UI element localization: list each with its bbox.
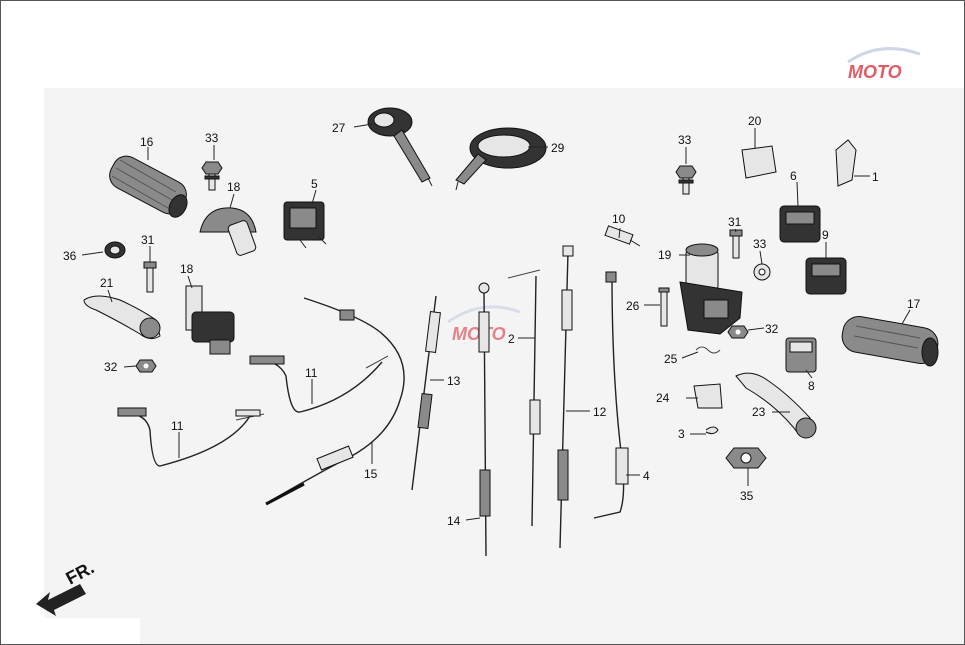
part-36-clip: [104, 241, 126, 259]
callout-11-upper: 11: [305, 366, 318, 380]
callout-2: 2: [508, 332, 515, 346]
parts-field-background-lower: [140, 480, 965, 645]
part-22-left-lever: [83, 295, 161, 340]
callout-32-right: 32: [765, 322, 779, 336]
part-8-switch-block: [785, 337, 817, 373]
front-direction-arrow: FR.: [36, 557, 97, 616]
part-25-spring: [695, 346, 721, 354]
part-19-switch-assembly: [185, 285, 235, 355]
part-33-bolt-right: [675, 165, 697, 195]
part-31-screw-right: [729, 229, 743, 259]
part-11-wiring-lower: [117, 407, 265, 467]
part-14-cable: [478, 282, 491, 557]
callout-11-lower: 11: [171, 419, 184, 433]
part-21-bracket: [741, 145, 777, 179]
callout-1: 1: [872, 170, 879, 184]
part-27-left-mirror: [367, 107, 433, 187]
callout-10: 10: [612, 212, 626, 226]
part-34-washer: [753, 263, 771, 281]
callout-20: 19: [658, 248, 672, 262]
part-13-cable: [411, 295, 441, 491]
part-15-brake-cable: [265, 297, 405, 506]
callout-16: 16: [140, 135, 154, 149]
part-5-switch: [283, 201, 327, 249]
part-6-switch: [779, 205, 821, 243]
callout-26: 26: [626, 299, 640, 313]
callout-8: 8: [808, 379, 815, 393]
part-29-right-mirror: [455, 127, 547, 191]
callout-labels: 16 33 18 5 27 29 36 31 18 21 32 11 11 15…: [63, 114, 921, 528]
part-11-wiring-upper: [249, 355, 389, 413]
part-17-right-grip: [841, 315, 939, 367]
part-33-bolt-left: [201, 161, 223, 191]
part-4-cable: [593, 271, 629, 519]
part-23-right-lever: [735, 372, 817, 439]
part-16-left-grip: [109, 155, 188, 218]
callout-32-left: 32: [104, 360, 118, 374]
callout-3: 3: [678, 427, 685, 441]
part-10-adjuster: [604, 225, 641, 247]
callout-24: 24: [656, 391, 670, 405]
callout-6: 6: [790, 169, 797, 183]
callout-31-left: 31: [141, 233, 155, 247]
callout-33-left: 33: [205, 131, 219, 145]
leader-lines: [81, 123, 911, 521]
part-12-cable: [557, 245, 574, 549]
part-3-clip: [705, 426, 719, 435]
part-2-cable: [507, 269, 541, 527]
callout-14: 14: [447, 514, 461, 528]
callout-19: 18: [180, 262, 194, 276]
callout-27: 27: [332, 121, 346, 135]
callout-21: 20: [748, 114, 762, 128]
callout-23: 23: [752, 405, 766, 419]
part-35-nut: [725, 447, 767, 469]
callout-34: 33: [753, 237, 767, 251]
front-direction-label: FR.: [62, 557, 97, 588]
callout-35: 35: [740, 489, 754, 503]
part-24-bracket: [693, 383, 723, 409]
part-18-switch-housing: [199, 207, 257, 256]
callout-22: 21: [100, 276, 114, 290]
callout-18: 18: [227, 180, 241, 194]
callout-4: 4: [643, 469, 650, 483]
callout-36: 36: [63, 249, 77, 263]
part-32-nut-right: [727, 325, 749, 339]
callout-15: 15: [364, 467, 378, 481]
part-20-master-cylinder: [679, 243, 743, 335]
callout-12: 12: [593, 405, 607, 419]
part-26-pin: [658, 287, 670, 327]
part-1-clamp: [835, 139, 857, 187]
part-32-nut-left: [135, 359, 157, 373]
watermark-logo: MOTO: [847, 47, 921, 82]
part-31-screw-left: [143, 261, 157, 293]
part-9-switch: [805, 257, 847, 295]
callout-31-right: 31: [728, 215, 742, 229]
callout-9: 9: [822, 228, 829, 242]
callout-13: 13: [447, 374, 461, 388]
callout-25: 25: [664, 352, 678, 366]
callout-17: 17: [907, 297, 921, 311]
watermark-text: MOTO: [848, 62, 902, 82]
callout-29: 29: [551, 141, 565, 155]
callout-33-right: 33: [678, 133, 692, 147]
callout-5: 5: [311, 177, 318, 191]
